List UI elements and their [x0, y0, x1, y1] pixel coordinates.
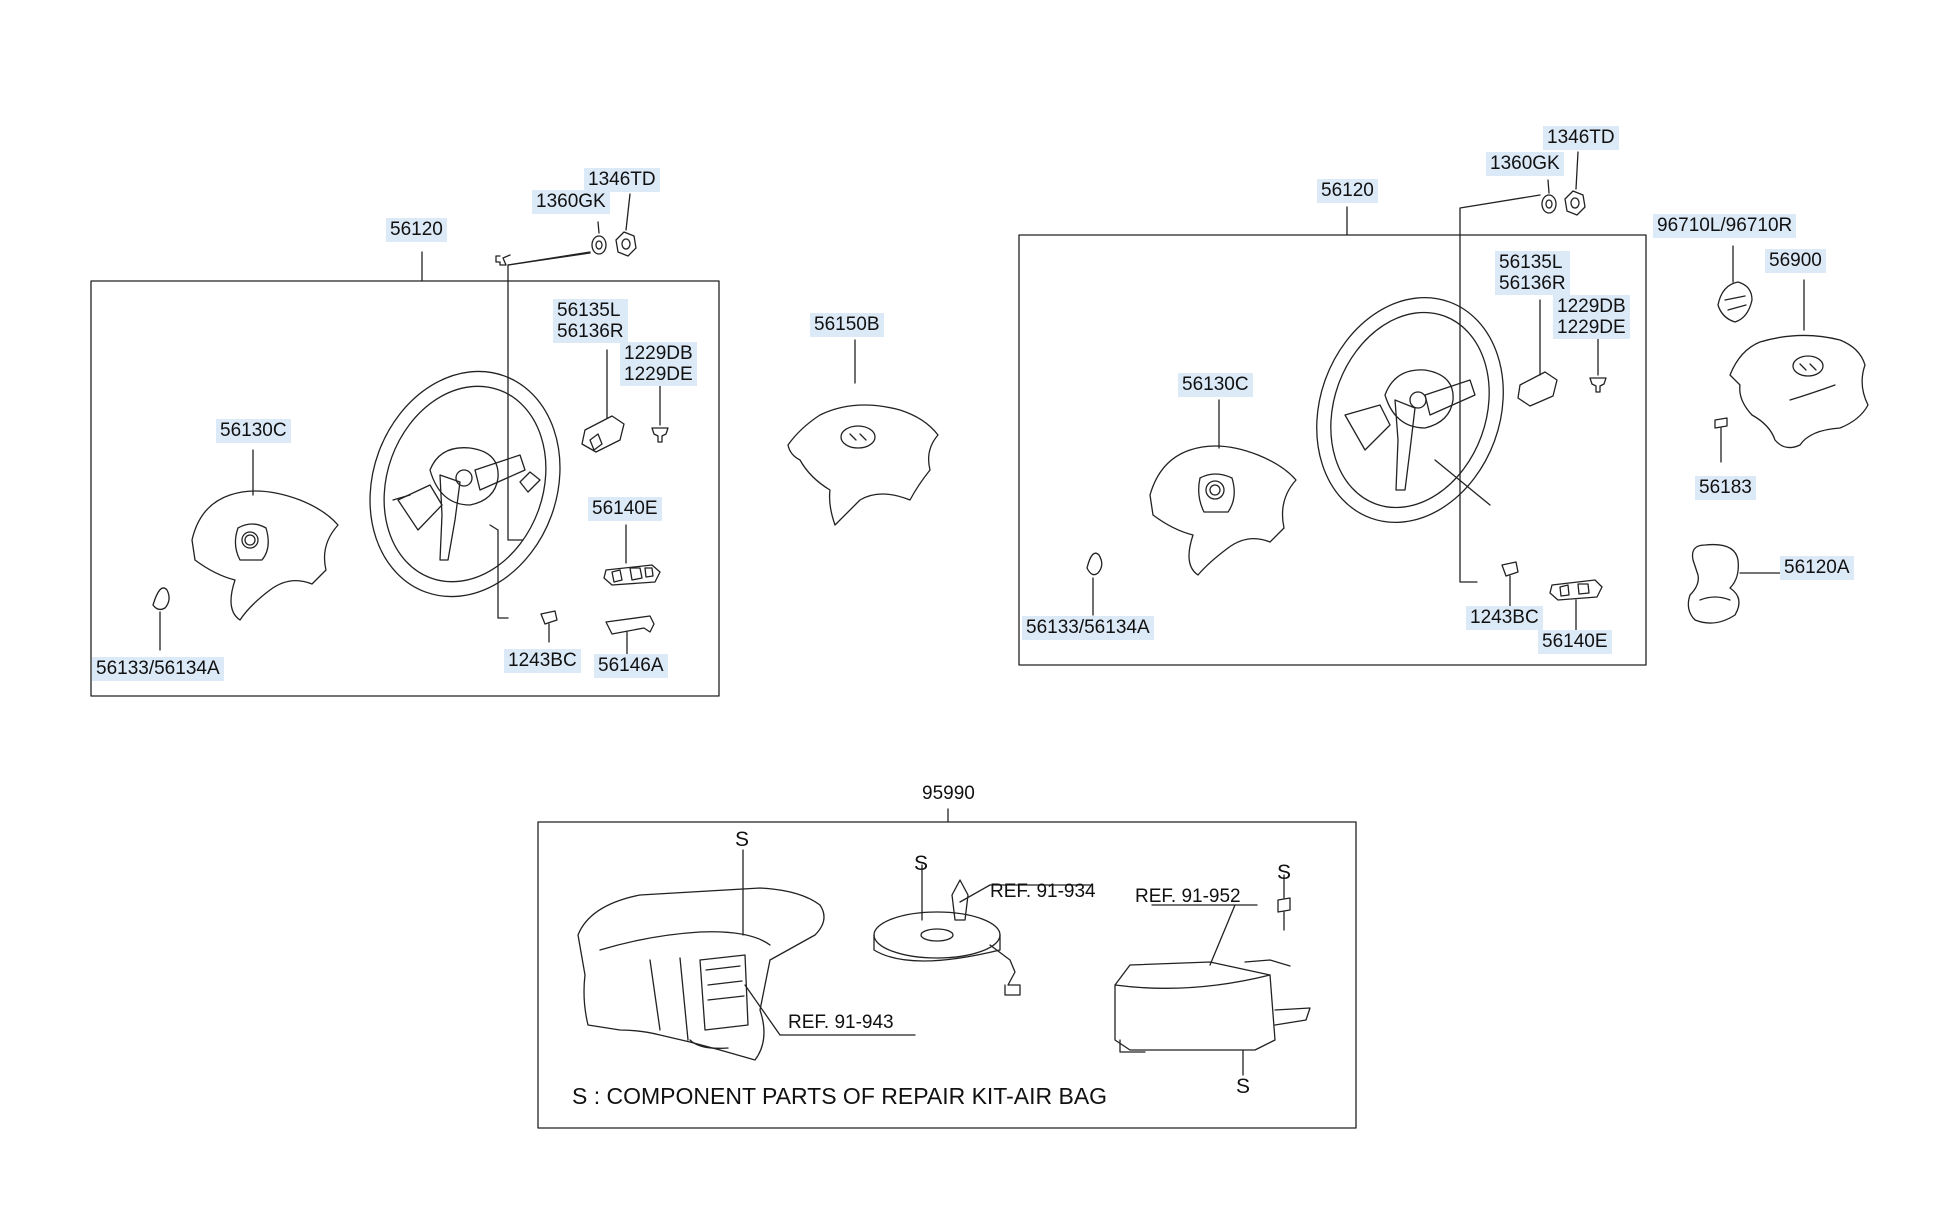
far-right-bolt [1714, 417, 1728, 463]
s-mark-clock-spring: S [914, 852, 929, 875]
right-nut-washer [1541, 151, 1586, 216]
label-56146a-left[interactable]: 56146A [594, 654, 668, 678]
far-right-knob [1687, 543, 1781, 624]
s-mark-bolt: S [1277, 861, 1292, 884]
s-mark-dashboard: S [735, 828, 750, 851]
right-assembly-leaders [1459, 194, 1541, 583]
left-switch [603, 524, 661, 586]
label-56130c-right[interactable]: 56130C [1178, 373, 1253, 397]
label-56133-right[interactable]: 56133/56134A [1022, 616, 1154, 640]
label-1346td-left[interactable]: 1346TD [584, 168, 660, 192]
label-1243bc-left[interactable]: 1243BC [504, 649, 581, 673]
right-steering-wheel [1316, 296, 1504, 524]
label-56130c-left[interactable]: 56130C [216, 419, 291, 443]
right-emblem [1086, 552, 1103, 616]
left-group-frame [90, 251, 720, 697]
label-1229db-left[interactable]: 1229DB 1229DE [620, 342, 697, 386]
far-right-airbag-module [1729, 279, 1869, 449]
bottom-dashboard [577, 849, 916, 1061]
right-bolt-switch [1501, 561, 1603, 631]
label-56135l-left[interactable]: 56135L 56136R [553, 299, 628, 343]
bottom-group-frame [537, 808, 1357, 1129]
right-cover [1149, 399, 1297, 576]
bottom-clock-spring [873, 864, 1091, 996]
label-56140e-left[interactable]: 56140E [588, 497, 662, 521]
label-1346td-right[interactable]: 1346TD [1543, 126, 1619, 150]
label-56183[interactable]: 56183 [1695, 476, 1756, 500]
label-96710l[interactable]: 96710L/96710R [1653, 214, 1797, 238]
label-1360gk-right[interactable]: 1360GK [1486, 152, 1564, 176]
label-1229db-right[interactable]: 1229DB 1229DE [1553, 295, 1630, 339]
label-1243bc-right[interactable]: 1243BC [1466, 606, 1543, 630]
label-56120a[interactable]: 56120A [1780, 556, 1854, 580]
s-mark-control-unit: S [1236, 1075, 1251, 1098]
left-cover [191, 449, 339, 621]
left-bolt-clip [540, 610, 655, 655]
bottom-control-unit [1114, 874, 1311, 1076]
right-group-frame [1018, 206, 1647, 666]
label-56150b[interactable]: 56150B [810, 313, 884, 337]
label-56135l-right[interactable]: 56135L 56136R [1495, 251, 1570, 295]
repair-kit-note: S : COMPONENT PARTS OF REPAIR KIT-AIR BA… [572, 1083, 1108, 1109]
label-56133-left[interactable]: 56133/56134A [92, 657, 224, 681]
ref-91-943[interactable]: REF. 91-943 [788, 1012, 894, 1033]
label-56120-right[interactable]: 56120 [1317, 179, 1378, 203]
left-nut-washer [507, 193, 637, 266]
far-right-horn-pad [1717, 245, 1753, 323]
middle-pad [787, 339, 939, 526]
ref-91-934[interactable]: REF. 91-934 [990, 881, 1096, 902]
ref-91-952[interactable]: REF. 91-952 [1135, 886, 1241, 907]
label-95990: 95990 [922, 783, 975, 804]
left-emblem [152, 587, 170, 651]
label-1360gk-left[interactable]: 1360GK [532, 190, 610, 214]
right-bracket-screw [1517, 299, 1607, 407]
label-56900[interactable]: 56900 [1765, 249, 1826, 273]
left-steering-wheel [369, 370, 561, 598]
label-56120-left[interactable]: 56120 [386, 218, 447, 242]
label-56140e-right[interactable]: 56140E [1538, 630, 1612, 654]
